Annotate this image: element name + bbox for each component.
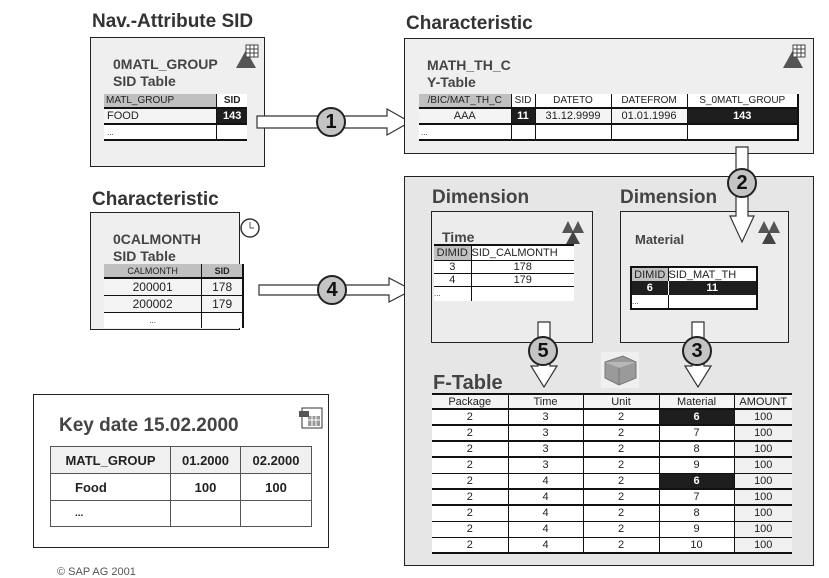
step-4-badge: 4 — [317, 275, 347, 305]
table-row: Food 100 100 — [50, 473, 312, 501]
column-header: S_0MATL_GROUP — [687, 94, 799, 109]
dimension-icon — [562, 221, 584, 244]
step-5-badge: 5 — [528, 336, 558, 366]
table-row: 2 4 2 6 100 — [432, 473, 792, 490]
column-header: DIMID — [631, 267, 669, 281]
table-row: ... — [434, 286, 574, 301]
table-row: 3 178 — [434, 260, 574, 274]
cube-icon — [601, 352, 639, 388]
clock-icon — [240, 218, 260, 238]
column-header: SID_MAT_TH — [668, 267, 757, 281]
table-row: 2 4 2 9 100 — [432, 521, 792, 538]
characteristic-y-table: /BIC/MAT_TH_C SID DATETO DATEFROM S_0MAT… — [419, 94, 799, 141]
column-header: 01.2000 — [170, 446, 241, 474]
calmonth-subtitle: SID Table — [113, 248, 176, 264]
table-row: 200002 179 — [104, 295, 245, 313]
column-header: Material — [659, 393, 735, 410]
table-row: 2 4 2 10 100 — [432, 537, 792, 554]
table-row: 4 179 — [434, 273, 574, 287]
characteristic-subtitle: Y-Table — [427, 74, 476, 90]
dimension-time-heading: Dimension — [432, 187, 530, 208]
nav-attribute-heading: Nav.-Attribute SID — [92, 11, 254, 32]
nav-attribute-title: 0MATL_GROUP — [113, 56, 218, 72]
query-result-box: Key date 15.02.2000 MATL_GROUP 01.2000 0… — [33, 394, 329, 548]
fact-table: Package Time Unit Material AMOUNT 2 3 2 … — [432, 393, 792, 554]
table-row: ... — [104, 312, 245, 328]
step-3-badge: 3 — [682, 336, 712, 366]
column-header: SID_CALMONTH — [471, 245, 574, 261]
ftable-heading: F-Table — [433, 372, 503, 394]
table-row: ... — [104, 124, 247, 141]
calmonth-title: 0CALMONTH — [113, 231, 201, 247]
nav-attribute-subtitle: SID Table — [113, 73, 176, 89]
dimension-icon — [758, 221, 780, 244]
column-header: DATEFROM — [611, 94, 688, 109]
table-row: 2 3 2 6 100 — [432, 409, 792, 426]
dimension-time-box: Time DIMID SID_CALMONTH 3 178 4 179 ... — [431, 211, 593, 343]
query-result-table: MATL_GROUP 01.2000 02.2000 Food 100 100 … — [50, 446, 312, 527]
calmonth-heading: Characteristic — [92, 189, 219, 210]
table-row: 2 4 2 7 100 — [432, 489, 792, 506]
column-header: AMOUNT — [734, 393, 792, 410]
column-header: SID — [511, 94, 536, 109]
dimension-time-table: DIMID SID_CALMONTH 3 178 4 179 ... — [434, 244, 574, 301]
copyright-footer: © SAP AG 2001 — [57, 566, 136, 578]
column-header: Unit — [583, 393, 660, 410]
dimension-time-title: Time — [442, 229, 475, 245]
dimension-material-table: DIMID SID_MAT_TH 6 11 ... — [630, 266, 758, 310]
step-1-badge: 1 — [316, 107, 346, 137]
query-report-icon — [299, 407, 323, 429]
table-row: FOOD 143 — [104, 108, 247, 125]
table-row: 2 3 2 8 100 — [432, 441, 792, 458]
table-row: ... — [419, 124, 799, 141]
table-row: AAA 11 31.12.9999 01.01.1996 143 — [419, 108, 799, 125]
characteristic-title: MATH_TH_C — [427, 57, 511, 73]
table-row: ... — [50, 500, 312, 527]
column-header: CALMONTH — [104, 264, 203, 279]
characteristic-y-table-box: MATH_TH_C Y-Table /BIC/MAT_TH_C SID DATE… — [404, 38, 814, 154]
characteristic-table-icon — [783, 44, 806, 68]
table-row: 6 11 — [631, 281, 757, 295]
column-header: MATL_GROUP — [50, 446, 171, 474]
table-row: 2 4 2 8 100 — [432, 505, 792, 522]
calmonth-sid-table: CALMONTH SID 200001 178 200002 179 ... — [104, 264, 245, 328]
column-header: Package — [432, 393, 509, 410]
step-2-badge: 2 — [727, 168, 757, 198]
column-header: MATL_GROUP — [104, 94, 218, 109]
column-header: DATETO — [535, 94, 612, 109]
column-header: /BIC/MAT_TH_C — [419, 94, 512, 109]
table-row: 2 3 2 7 100 — [432, 425, 792, 442]
column-header: 02.2000 — [240, 446, 312, 474]
column-header: Time — [508, 393, 584, 410]
table-row: 2 3 2 9 100 — [432, 457, 792, 474]
nav-attribute-sid-table: MATL_GROUP SID FOOD 143 ... — [104, 94, 247, 141]
dimension-material-title: Material — [635, 232, 685, 247]
characteristic-table-icon — [236, 44, 259, 68]
calmonth-sid-box: 0CALMONTH SID Table CALMONTH SID 200001 … — [90, 212, 260, 330]
column-header: SID — [201, 264, 245, 279]
nav-attribute-sid-box: 0MATL_GROUP SID Table MATL_GROUP SID FOO… — [90, 37, 265, 167]
table-row: ... — [631, 295, 757, 309]
dimension-material-box: Material DIMID SID_MAT_TH 6 11 ... — [620, 211, 789, 343]
dimension-material-heading: Dimension — [620, 187, 718, 208]
key-date-title: Key date 15.02.2000 — [59, 415, 239, 436]
table-row: 200001 178 — [104, 278, 245, 296]
column-header: DIMID — [434, 245, 472, 261]
column-header: SID — [216, 94, 247, 109]
characteristic-heading: Characteristic — [406, 13, 533, 34]
